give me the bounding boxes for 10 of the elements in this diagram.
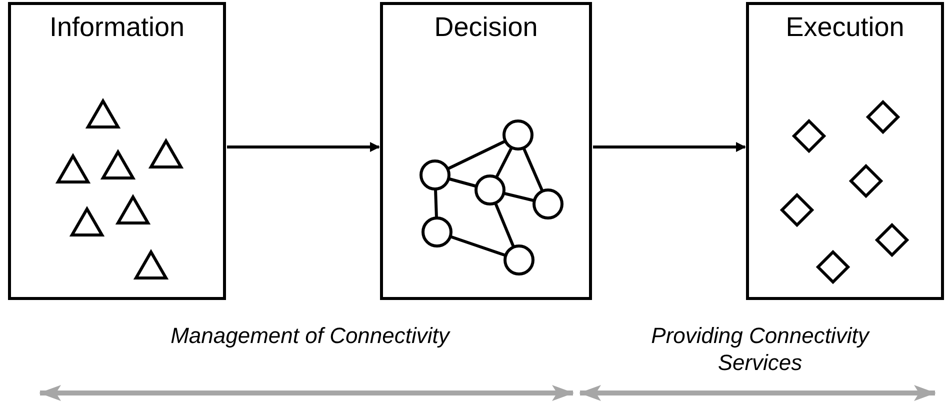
process-box	[746, 2, 944, 300]
span-label: Management of Connectivity	[170, 322, 452, 349]
span-label: Providing Connectivity Services	[650, 322, 871, 376]
box-title: Execution	[786, 11, 904, 44]
arrow	[593, 142, 746, 152]
arrow	[227, 142, 380, 152]
process-box	[380, 2, 592, 300]
box-title: Decision	[434, 11, 538, 44]
process-box	[8, 2, 226, 300]
box-title: Information	[49, 11, 185, 44]
